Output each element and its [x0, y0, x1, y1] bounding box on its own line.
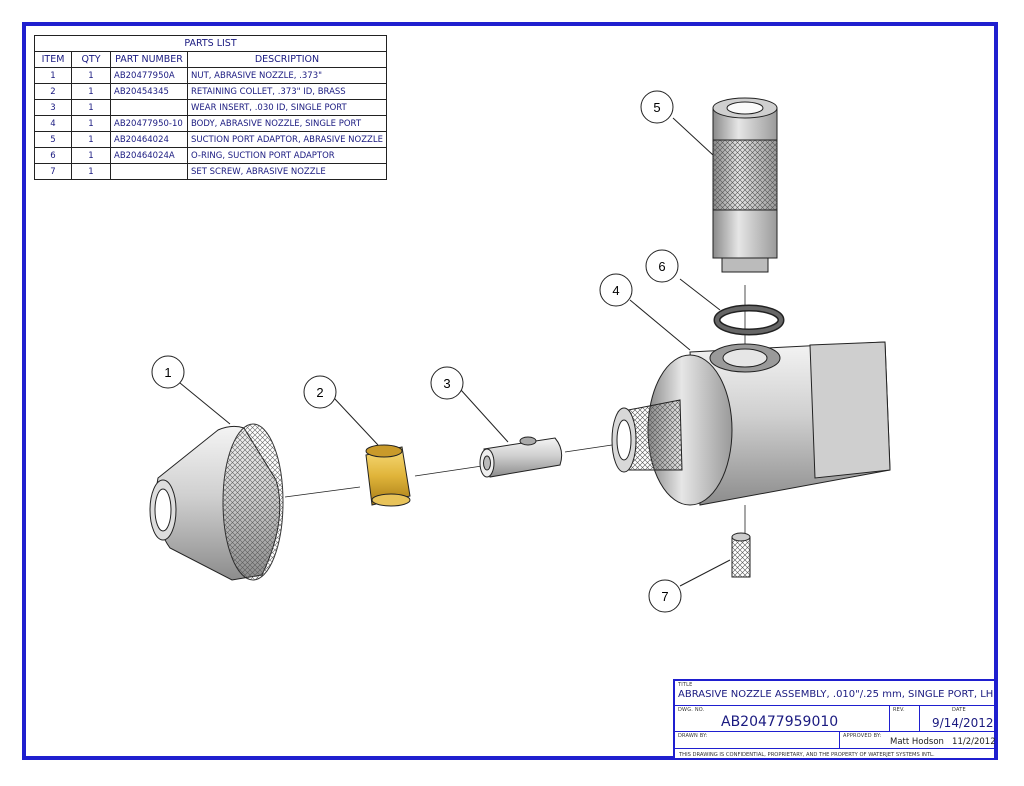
part-number-cell	[110, 163, 188, 180]
part-2-brass-retaining-collet	[365, 444, 411, 507]
svg-text:4: 4	[612, 283, 619, 298]
date-label: DATE	[952, 707, 966, 713]
title-block: TITLE ABRASIVE NOZZLE ASSEMBLY, .010"/.2…	[673, 679, 996, 760]
svg-text:5: 5	[653, 100, 660, 115]
rev-label: REV.	[893, 707, 905, 713]
drawing-date: 9/14/2012	[932, 716, 994, 730]
balloon-5: 5	[640, 90, 674, 124]
balloon-leaders	[179, 117, 731, 587]
dwg-no-label: DWG. NO.	[678, 707, 705, 713]
parts-list-table: PARTS LIST ITEM QTY PART NUMBER DESCRIPT…	[34, 35, 387, 180]
svg-text:1: 1	[164, 365, 171, 380]
confidentiality-notice: THIS DRAWING IS CONFIDENTIAL, PROPRIETAR…	[679, 752, 935, 758]
drawing-title: ABRASIVE NOZZLE ASSEMBLY, .010"/.25 mm, …	[678, 689, 994, 700]
balloon-6: 6	[645, 249, 679, 283]
svg-text:2: 2	[316, 385, 323, 400]
part-7-set-screw	[731, 532, 751, 578]
balloon-3: 3	[430, 366, 464, 400]
drawing-sheet-border	[22, 22, 998, 760]
title-label: TITLE	[678, 682, 693, 688]
drawing-number: AB20477959010	[721, 714, 839, 730]
description-cell: SET SCREW, ABRASIVE NOZZLE	[187, 163, 387, 180]
svg-text:3: 3	[443, 376, 450, 391]
dwg-number-row: DWG. NO. AB20477959010 REV. DATE 9/14/20…	[675, 706, 994, 732]
approval-row: DRAWN BY: APPROVED BY: Matt Hodson 11/2/…	[675, 732, 996, 749]
part-4-nozzle-body	[611, 341, 891, 506]
drawn-by-label: DRAWN BY:	[678, 733, 708, 739]
svg-text:6: 6	[658, 259, 665, 274]
title-row: TITLE ABRASIVE NOZZLE ASSEMBLY, .010"/.2…	[675, 681, 994, 706]
approved-date: 11/2/2012	[952, 737, 996, 747]
part-5-suction-port-adaptor	[712, 97, 778, 273]
part-1-abrasive-nozzle-nut	[149, 423, 284, 581]
balloon-4: 4	[599, 273, 633, 307]
part-6-o-ring	[713, 304, 785, 336]
part-3-wear-insert	[479, 436, 563, 478]
balloon-2: 2	[303, 375, 337, 409]
svg-text:7: 7	[661, 589, 668, 604]
approved-by-name: Matt Hodson 11/2/2012	[890, 737, 996, 747]
balloon-7: 7	[648, 579, 682, 613]
confidential-row: THIS DRAWING IS CONFIDENTIAL, PROPRIETAR…	[675, 749, 994, 760]
balloon-1: 1	[151, 355, 185, 389]
approved-by-label: APPROVED BY:	[843, 733, 882, 739]
